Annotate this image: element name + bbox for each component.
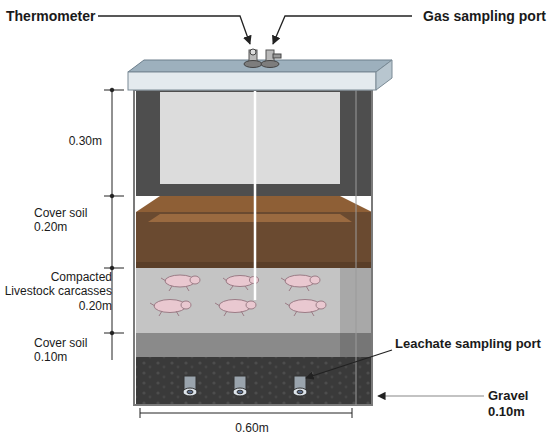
lid-top: [128, 60, 392, 72]
gravel-layer: [136, 357, 372, 405]
width-dimension: [140, 408, 352, 418]
height-dimension: [104, 88, 124, 360]
thermometer-label: Thermometer: [6, 8, 98, 25]
gas-port-leader: [273, 16, 412, 44]
gravel-leader: [378, 395, 484, 396]
layer-label: Compacted Livestock carcasses 0.20m: [2, 270, 112, 313]
cover-soil-lower: [136, 333, 372, 357]
leachate-ports: [183, 376, 307, 396]
gas-port-fitting: [261, 50, 281, 68]
gravel-label: Gravel 0.10m: [488, 388, 546, 419]
soil-band: [148, 214, 352, 222]
leachate-leader: [306, 350, 392, 378]
lid-side: [376, 60, 392, 90]
thermometer-fitting: [244, 49, 262, 68]
gas-port-label: Gas sampling port: [412, 8, 546, 25]
lid-front: [128, 72, 376, 90]
headspace: [160, 92, 340, 184]
thermometer-leader: [98, 16, 250, 44]
livestock-carcasses: [150, 275, 326, 316]
box-frame: [134, 90, 372, 405]
box-edge: [356, 90, 357, 405]
thermometer-rod: [254, 90, 257, 300]
layer-label: Cover soil 0.20m: [34, 206, 108, 235]
dimension-label: 0.60m: [216, 421, 288, 435]
leachate-port-label: Leachate sampling port: [395, 336, 547, 352]
dimension-label: 0.30m: [40, 134, 102, 148]
layer-label: Cover soil 0.10m: [34, 336, 108, 365]
